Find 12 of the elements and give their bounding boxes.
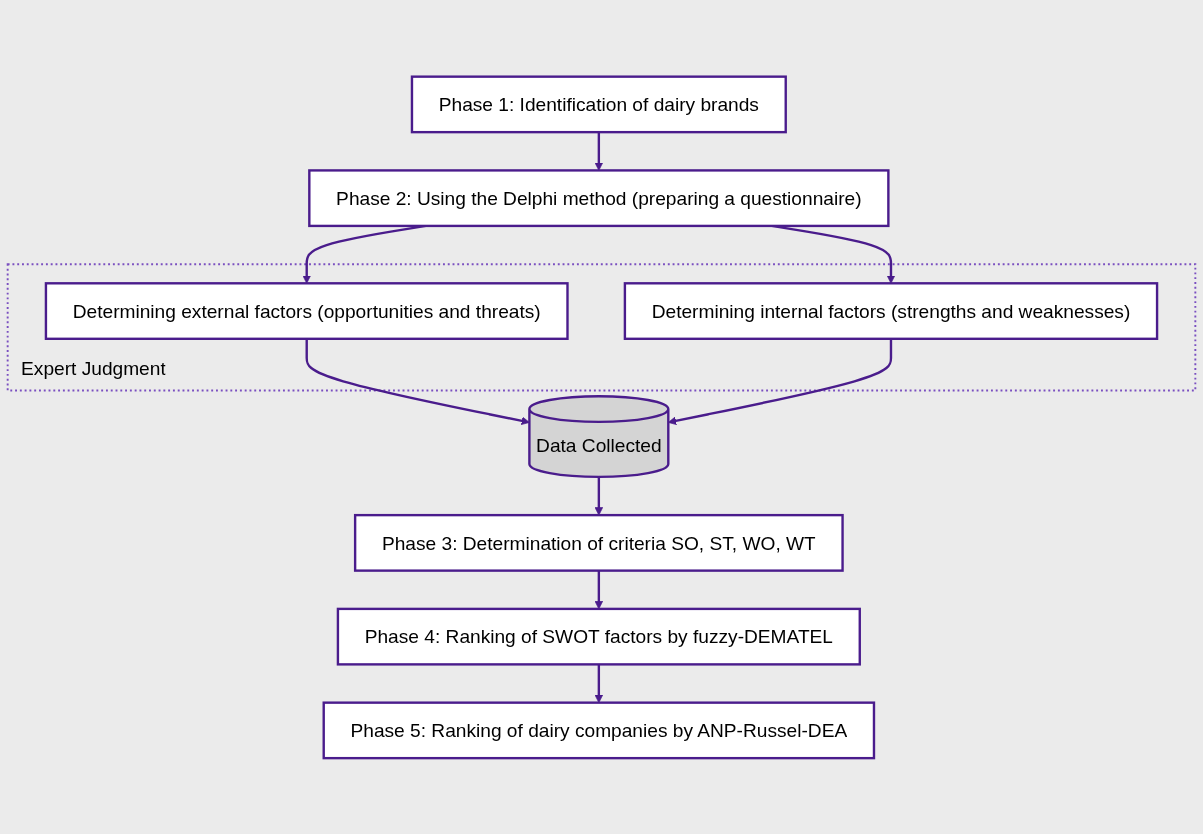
- node-box: Phase 3: Determination of criteria SO, ST, WO, WT: [353, 513, 844, 572]
- arrow: [594, 570, 604, 609]
- node-box: Phase 4: Ranking of SWOT factors by fuzzy-DEMATEL: [336, 607, 861, 666]
- arrow: [594, 664, 604, 703]
- node-box: Phase 5: Ranking of dairy companies by ANP-Russel-DEA: [322, 701, 876, 759]
- arrow: [305, 338, 530, 425]
- node-box: Phase 1: Identification of dairy brands: [410, 75, 787, 133]
- node-box: Phase 2: Using the Delphi method (preparing a questionnaire): [308, 168, 890, 227]
- node-box: Determining internal factors (strengths and weaknesses): [623, 281, 1159, 340]
- arrow: [667, 338, 893, 425]
- arrow: [594, 131, 604, 171]
- node-box: Determining external factors (opportunities and threats): [44, 281, 569, 340]
